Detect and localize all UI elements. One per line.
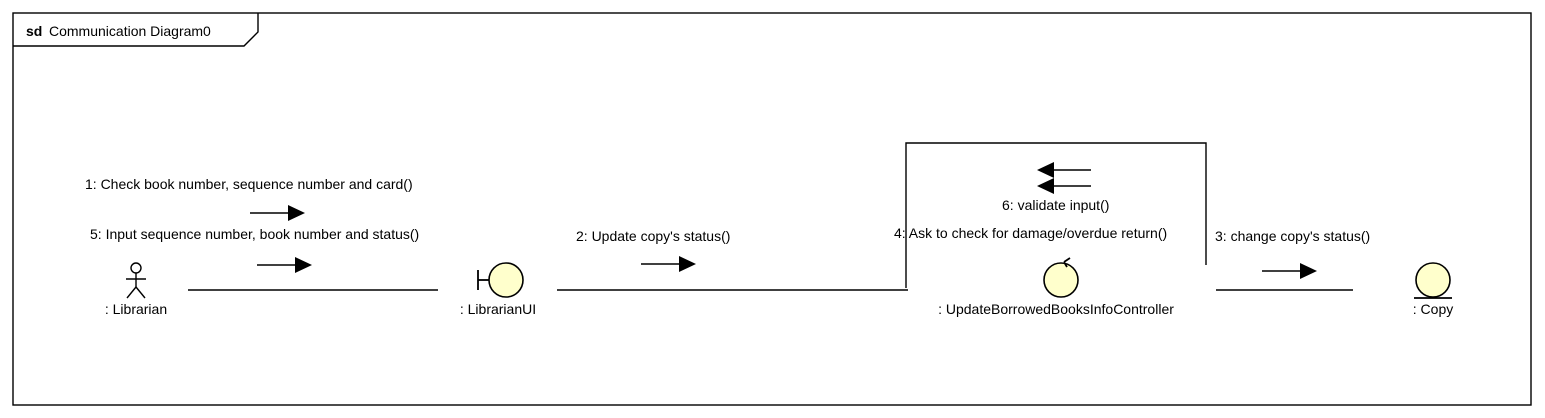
lifeline-librarian-ui-label: : LibrarianUI — [460, 301, 536, 317]
message-1-label: 1: Check book number, sequence number an… — [85, 176, 413, 192]
message-1-arrow-icon — [250, 205, 305, 221]
self-link-controller — [905, 142, 1207, 288]
message-6-arrow-icon — [1037, 162, 1091, 194]
message-3-label: 3: change copy's status() — [1215, 228, 1370, 244]
lifeline-copy-label: : Copy — [1413, 301, 1453, 317]
lifeline-librarian-label: : Librarian — [105, 301, 167, 317]
control-icon — [1043, 257, 1079, 298]
boundary-icon — [477, 262, 524, 298]
diagram-frame — [12, 12, 1532, 406]
message-5-arrow-icon — [257, 257, 312, 273]
message-6-label: 6: validate input() — [1002, 197, 1109, 213]
message-4-label: 4: Ask to check for damage/overdue retur… — [894, 225, 1167, 241]
lifeline-controller-label: : UpdateBorrowedBooksInfoController — [938, 301, 1174, 317]
message-2-arrow-icon — [641, 256, 696, 272]
message-3-arrow-icon — [1262, 263, 1317, 279]
frame-keyword: sd — [26, 23, 42, 39]
frame-label-tab — [13, 13, 259, 47]
message-5-label: 5: Input sequence number, book number an… — [90, 226, 419, 242]
actor-icon — [126, 262, 146, 299]
entity-icon — [1414, 262, 1452, 299]
message-2-label: 2: Update copy's status() — [576, 228, 730, 244]
frame-title: Communication Diagram0 — [49, 23, 211, 39]
